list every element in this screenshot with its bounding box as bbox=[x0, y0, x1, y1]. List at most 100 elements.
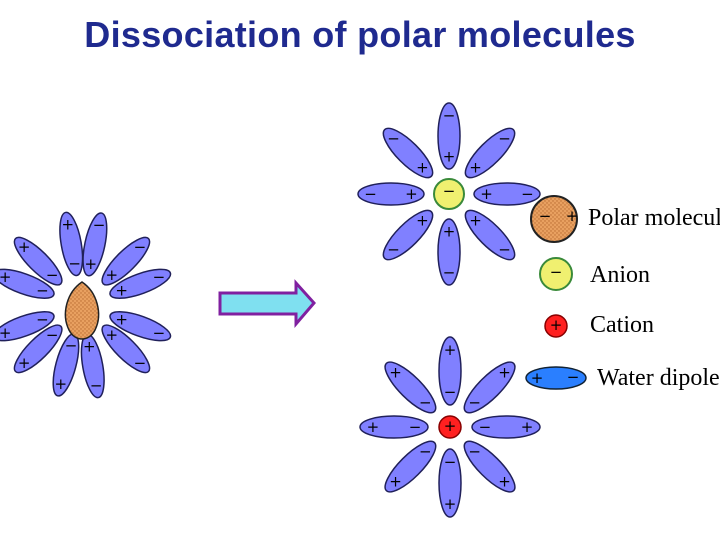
legend-polar-molecule-icon: − + bbox=[530, 195, 579, 243]
water-dipole: −+ bbox=[359, 415, 429, 439]
dipole-outer-sign: − bbox=[93, 216, 106, 234]
dipole-inner-sign: − bbox=[444, 383, 457, 401]
water-dipole: −+ bbox=[13, 324, 63, 374]
dipole-outer-sign: − bbox=[364, 185, 377, 203]
polar-molecule-cluster: −++−+−+−+−+−+−−+−+−+−+−+ bbox=[0, 211, 172, 399]
svg-text:−: − bbox=[443, 182, 456, 200]
legend: − + − + + − bbox=[525, 195, 587, 390]
dipole-outer-sign: + bbox=[444, 495, 457, 513]
anion-cluster: +−+−+−+−+−+−+−+−− bbox=[357, 102, 541, 286]
dipole-outer-sign: + bbox=[389, 473, 402, 491]
water-dipole: −+ bbox=[463, 440, 516, 493]
dipole-outer-sign: + bbox=[389, 363, 402, 381]
dipole-inner-sign: + bbox=[443, 147, 456, 165]
svg-text:−: − bbox=[567, 368, 580, 386]
water-dipole: −+ bbox=[0, 310, 55, 342]
slide-title: Dissociation of polar molecules bbox=[84, 14, 636, 55]
svg-text:+: + bbox=[550, 316, 563, 334]
dipole-inner-sign: − bbox=[468, 393, 481, 411]
dipole-inner-sign: + bbox=[84, 255, 97, 273]
cation-cluster: −+−+−+−+−+−+−+−++ bbox=[359, 336, 541, 518]
right-arrow-icon bbox=[218, 279, 316, 329]
legend-cation-icon: + bbox=[544, 314, 568, 338]
svg-text:+: + bbox=[444, 417, 457, 435]
svg-text:−: − bbox=[550, 263, 563, 281]
polar-molecule bbox=[64, 281, 100, 340]
dipole-outer-sign: − bbox=[153, 268, 166, 286]
water-dipole: +− bbox=[357, 182, 425, 206]
water-dipole: −+ bbox=[0, 268, 55, 300]
water-dipole: +− bbox=[382, 209, 434, 261]
dipole-inner-sign: − bbox=[68, 254, 81, 272]
cation bbox=[438, 415, 462, 439]
water-dipole: −+ bbox=[463, 361, 516, 414]
water-dipole: −+ bbox=[471, 415, 541, 439]
legend-water-dipole-icon: + − bbox=[525, 366, 587, 390]
dipole-inner-sign: + bbox=[405, 185, 418, 203]
water-dipole: +− bbox=[101, 324, 151, 374]
dipole-inner-sign: − bbox=[46, 266, 59, 284]
dipole-inner-sign: + bbox=[416, 158, 429, 176]
dipole-outer-sign: + bbox=[367, 418, 380, 436]
dipole-inner-sign: − bbox=[479, 418, 492, 436]
dipole-inner-sign: − bbox=[444, 453, 457, 471]
dipole-inner-sign: − bbox=[419, 443, 432, 461]
dipole-outer-sign: + bbox=[444, 341, 457, 359]
dipole-outer-sign: + bbox=[55, 375, 68, 393]
water-dipole: +− bbox=[109, 268, 172, 300]
dipole-inner-sign: + bbox=[83, 338, 96, 356]
svg-text:+: + bbox=[566, 207, 579, 225]
dipole-outer-sign: + bbox=[498, 363, 511, 381]
dipole-outer-sign: + bbox=[0, 268, 11, 286]
dipole-inner-sign: − bbox=[419, 393, 432, 411]
dipole-outer-sign: − bbox=[443, 107, 456, 125]
water-dipole: +− bbox=[437, 218, 461, 286]
dipole-inner-sign: − bbox=[65, 337, 78, 355]
water-dipole: +− bbox=[80, 333, 105, 399]
dipole-outer-sign: + bbox=[521, 418, 534, 436]
water-dipole: +− bbox=[82, 212, 108, 277]
dipole-outer-sign: − bbox=[498, 240, 511, 258]
water-dipole: +− bbox=[464, 209, 516, 261]
water-dipole: −+ bbox=[59, 211, 84, 277]
water-dipole: +− bbox=[473, 182, 541, 206]
dipole-inner-sign: + bbox=[106, 266, 119, 284]
water-dipole: +− bbox=[101, 236, 151, 286]
dipole-outer-sign: − bbox=[498, 130, 511, 148]
dipole-outer-sign: − bbox=[90, 377, 103, 395]
water-dipole: +− bbox=[109, 310, 172, 342]
water-dipole: −+ bbox=[438, 448, 462, 518]
anion bbox=[433, 178, 465, 210]
svg-text:−: − bbox=[539, 207, 552, 225]
legend-anion-icon: − bbox=[539, 257, 573, 291]
dipole-outer-sign: − bbox=[134, 238, 147, 256]
dipole-inner-sign: − bbox=[36, 310, 49, 328]
dipole-inner-sign: − bbox=[36, 282, 49, 300]
water-dipole: −+ bbox=[384, 361, 437, 414]
svg-text:+: + bbox=[531, 369, 544, 387]
dipole-outer-sign: − bbox=[153, 324, 166, 342]
water-dipole: +− bbox=[464, 127, 516, 179]
dipole-outer-sign: + bbox=[18, 238, 31, 256]
dipole-inner-sign: + bbox=[480, 185, 493, 203]
dipole-inner-sign: + bbox=[115, 310, 128, 328]
water-dipole: −+ bbox=[384, 440, 437, 493]
dipole-inner-sign: + bbox=[469, 212, 482, 230]
dipole-outer-sign: − bbox=[521, 185, 534, 203]
water-dipole: +− bbox=[437, 102, 461, 170]
dipole-inner-sign: + bbox=[443, 223, 456, 241]
dipole-outer-sign: − bbox=[443, 263, 456, 281]
dipole-inner-sign: − bbox=[468, 443, 481, 461]
dipole-inner-sign: + bbox=[115, 282, 128, 300]
dipole-inner-sign: + bbox=[106, 326, 119, 344]
dipole-inner-sign: + bbox=[416, 212, 429, 230]
water-dipole: −+ bbox=[13, 236, 63, 286]
water-dipole: +− bbox=[382, 127, 434, 179]
dipole-outer-sign: − bbox=[387, 240, 400, 258]
dipole-inner-sign: − bbox=[409, 418, 422, 436]
dipole-outer-sign: + bbox=[61, 215, 74, 233]
dipole-outer-sign: + bbox=[0, 324, 11, 342]
dipole-outer-sign: − bbox=[387, 130, 400, 148]
water-dipole: −+ bbox=[438, 336, 462, 406]
